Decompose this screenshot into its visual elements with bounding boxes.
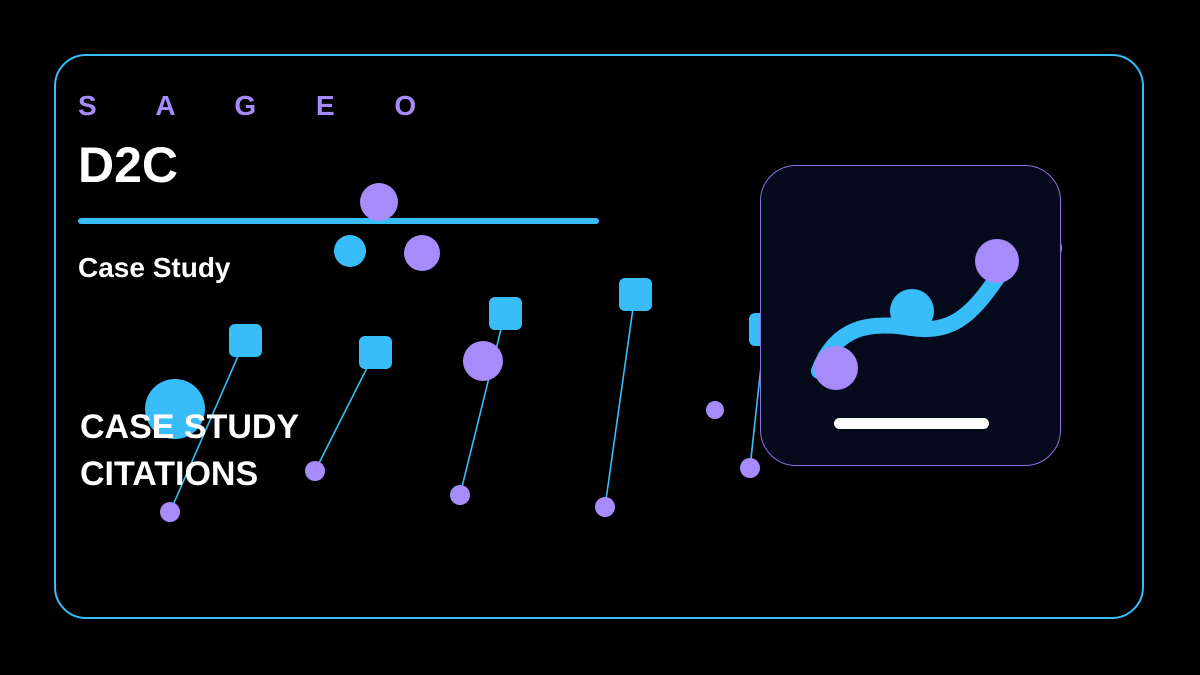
page-subtitle: Case Study bbox=[78, 252, 231, 283]
node-dot bbox=[160, 502, 180, 522]
connector-line bbox=[314, 351, 376, 472]
connector-line bbox=[604, 293, 636, 508]
node-dot bbox=[305, 461, 325, 481]
curve-node bbox=[814, 346, 858, 390]
headline-line: CASE STUDY bbox=[80, 408, 300, 446]
feature-panel bbox=[760, 165, 1061, 466]
brand-wordmark: S A G E O bbox=[78, 90, 443, 121]
node-circle bbox=[463, 341, 503, 381]
node-square bbox=[229, 324, 262, 357]
panel-bar bbox=[834, 418, 989, 429]
page-title: D2C bbox=[78, 137, 179, 193]
curve-node bbox=[890, 289, 934, 333]
node-square bbox=[619, 278, 652, 311]
node-square bbox=[489, 297, 522, 330]
node-circle bbox=[404, 235, 440, 271]
headline: CASE STUDY CITATIONS bbox=[80, 404, 299, 498]
node-dot bbox=[595, 497, 615, 517]
node-dot bbox=[450, 485, 470, 505]
connector-line bbox=[459, 312, 506, 496]
node-square bbox=[359, 336, 392, 369]
curve-node bbox=[975, 239, 1019, 283]
node-circle bbox=[145, 379, 205, 439]
growth-curve-icon bbox=[811, 239, 1019, 429]
node-circle bbox=[334, 235, 366, 267]
node-circle bbox=[360, 183, 398, 221]
title-divider bbox=[78, 218, 599, 224]
node-dot bbox=[706, 401, 724, 419]
connector-line bbox=[169, 339, 246, 513]
headline-line: CITATIONS bbox=[80, 455, 259, 493]
node-dot bbox=[740, 458, 760, 478]
